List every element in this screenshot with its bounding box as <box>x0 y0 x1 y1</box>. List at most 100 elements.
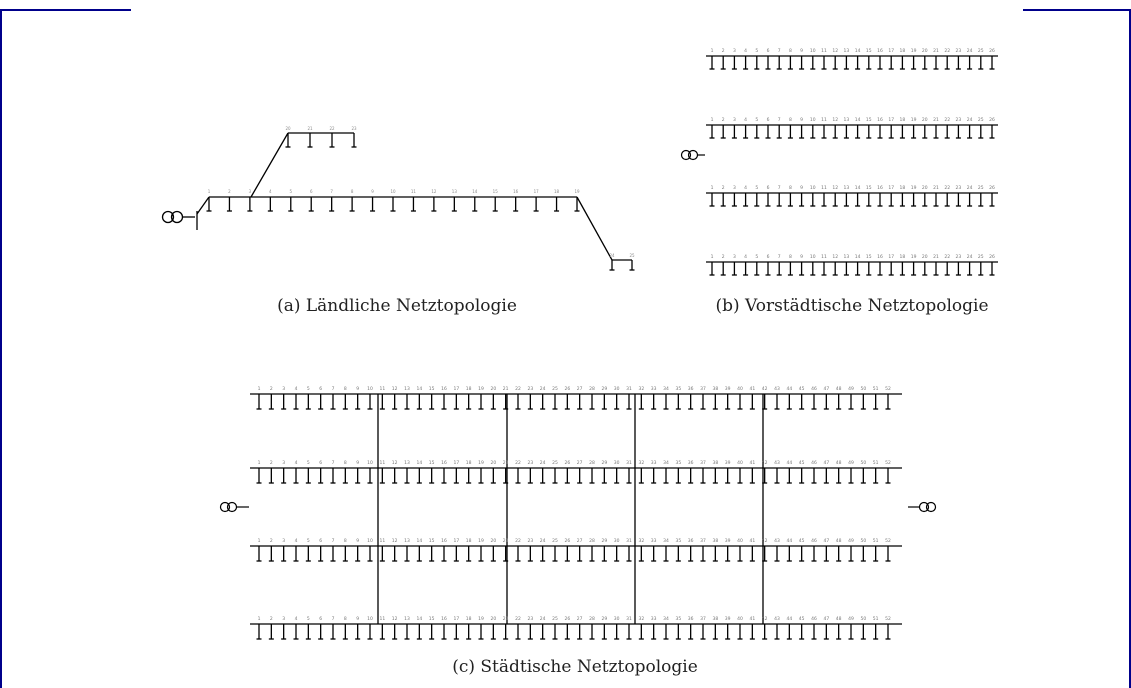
suburban-feeder-3-bus-number-19: 19 <box>911 185 917 191</box>
rural-bus-number-17: 17 <box>534 189 540 194</box>
urban-feeder-4-bus-number-33: 33 <box>651 616 657 622</box>
urban-feeder-4-bus-29 <box>601 624 607 640</box>
suburban-feeder-3-bus-number-16: 16 <box>877 185 883 191</box>
urban-feeder-1-bus-46 <box>811 394 817 410</box>
urban-feeder-3-bus-number-8: 8 <box>344 538 347 544</box>
urban-feeder-2-bus-42 <box>762 468 768 484</box>
urban-feeder-2-bus-40 <box>737 468 743 484</box>
urban-feeder-2-bus-number-25: 25 <box>552 460 558 466</box>
urban-feeder-1-bus-39 <box>725 394 731 410</box>
urban-feeder-4-bus-41 <box>749 624 755 640</box>
suburban-feeder-2-bus-number-25: 25 <box>978 117 984 123</box>
urban-feeder-2-bus-number-20: 20 <box>490 460 496 466</box>
urban-feeder-3-bus-19 <box>478 546 484 562</box>
rural-bus-4 <box>267 197 273 212</box>
rural-bus-11 <box>410 197 416 212</box>
urban-feeder-4-bus-38 <box>712 624 718 640</box>
urban-feeder-3-bus-number-50: 50 <box>860 538 866 544</box>
urban-feeder-3-bus-52 <box>885 546 891 562</box>
urban-feeder-1-bus-32 <box>638 394 644 410</box>
suburban-feeder-3-bus-8 <box>787 193 793 207</box>
urban-feeder-3-bus-number-21: 21 <box>503 538 509 544</box>
urban-feeder-1-bus-49 <box>848 394 854 410</box>
suburban-feeder-1-bus-3 <box>731 56 737 70</box>
urban-feeder-4-bus-15 <box>429 624 435 640</box>
urban-feeder-3-bus-number-46: 46 <box>811 538 817 544</box>
suburban-feeder-2-bus-13 <box>843 125 849 139</box>
suburban-feeder-2-bus-20 <box>922 125 928 139</box>
suburban-caption: (b) Vorstädtische Netztopologie <box>715 296 988 316</box>
urban-feeder-2-bus-16 <box>441 468 447 484</box>
suburban-feeder-2-bus-12 <box>832 125 838 139</box>
urban-feeder-4-bus-27 <box>577 624 583 640</box>
suburban-feeder-4-bus-24 <box>967 262 973 276</box>
suburban-feeder-3-bus-number-20: 20 <box>922 185 928 191</box>
urban-feeder-3-bus-number-30: 30 <box>614 538 620 544</box>
urban-feeder-3-bus-2 <box>268 546 274 562</box>
urban-feeder-3-bus-number-51: 51 <box>873 538 879 544</box>
suburban-feeder-1-bus-9 <box>799 56 805 70</box>
rural-bus-number-9: 9 <box>371 189 374 194</box>
urban-feeder-4-bus-number-49: 49 <box>848 616 854 622</box>
rural-bus-number-1: 1 <box>208 189 211 194</box>
urban-feeder-3-bus-number-22: 22 <box>515 538 521 544</box>
urban-feeder-1-bus-36 <box>688 394 694 410</box>
urban-feeder-4-bus-number-20: 20 <box>490 616 496 622</box>
urban-feeder-2-bus-number-6: 6 <box>319 460 322 466</box>
urban-feeder-1-bus-12 <box>392 394 398 410</box>
urban-feeder-2-bus-number-35: 35 <box>675 460 681 466</box>
urban-feeder-1-bus-30 <box>614 394 620 410</box>
urban-feeder-3-bus-21 <box>503 546 509 562</box>
suburban-feeder-1-bus-number-13: 13 <box>844 48 850 54</box>
urban-feeder-3-bus-number-1: 1 <box>258 538 261 544</box>
suburban-feeder-2-bus-17 <box>888 125 894 139</box>
suburban-feeder-1-bus-number-1: 1 <box>711 48 714 54</box>
suburban-feeder-2-bus-number-23: 23 <box>956 117 962 123</box>
rural-bus-19 <box>574 197 580 212</box>
urban-feeder-3-bus-number-29: 29 <box>601 538 607 544</box>
urban-feeder-2-bus-number-16: 16 <box>441 460 447 466</box>
suburban-feeder-2-bus-22 <box>944 125 950 139</box>
urban-feeder-2-bus-50 <box>860 468 866 484</box>
urban-feeder-3-bus-number-23: 23 <box>527 538 533 544</box>
suburban-feeder-1-bus-number-3: 3 <box>733 48 736 54</box>
suburban-feeder-2-bus-number-17: 17 <box>888 117 894 123</box>
urban-feeder-2-bus-45 <box>799 468 805 484</box>
urban-feeder-1-bus-31 <box>626 394 632 410</box>
urban-feeder-4-bus-43 <box>774 624 780 640</box>
suburban-feeder-4-bus-21 <box>933 262 939 276</box>
urban-feeder-4-bus-48 <box>836 624 842 640</box>
rural-bus-number-5: 5 <box>290 189 293 194</box>
urban-feeder-1-bus-11 <box>379 394 385 410</box>
suburban-feeder-2-bus-number-3: 3 <box>733 117 736 123</box>
urban-feeder-4-bus-37 <box>700 624 706 640</box>
urban-feeder-3-bus-22 <box>515 546 521 562</box>
urban-feeder-3-bus-number-17: 17 <box>453 538 459 544</box>
suburban-feeder-1-bus-10 <box>810 56 816 70</box>
urban-feeder-2-bus-27 <box>577 468 583 484</box>
suburban-transformer-icon <box>680 149 699 161</box>
suburban-feeder-3-bus-number-21: 21 <box>933 185 939 191</box>
urban-transformer-left-icon <box>219 501 238 513</box>
suburban-feeder-3-bus-13 <box>843 193 849 207</box>
urban-feeder-2-bus-number-11: 11 <box>379 460 385 466</box>
suburban-feeder-2-bus-number-19: 19 <box>911 117 917 123</box>
urban-feeder-4-bus-34 <box>663 624 669 640</box>
urban-feeder-4-bus-number-40: 40 <box>737 616 743 622</box>
rural-bus-number-23: 23 <box>351 126 357 131</box>
urban-feeder-3-bus-number-18: 18 <box>466 538 472 544</box>
urban-feeder-4-bus-42 <box>762 624 768 640</box>
urban-feeder-2-bus-number-45: 45 <box>799 460 805 466</box>
urban-feeder-2-bus-19 <box>478 468 484 484</box>
rural-bus-number-18: 18 <box>554 189 560 194</box>
urban-feeder-3-bus-number-37: 37 <box>700 538 706 544</box>
urban-feeder-1-bus-number-43: 43 <box>774 386 780 392</box>
urban-feeder-1-bus-37 <box>700 394 706 410</box>
urban-feeder-4-bus-12 <box>392 624 398 640</box>
urban-feeder-4-bus-number-23: 23 <box>527 616 533 622</box>
urban-feeder-3-bus-number-4: 4 <box>295 538 298 544</box>
urban-feeder-3-bus-25 <box>552 546 558 562</box>
urban-feeder-4-bus-4 <box>293 624 299 640</box>
